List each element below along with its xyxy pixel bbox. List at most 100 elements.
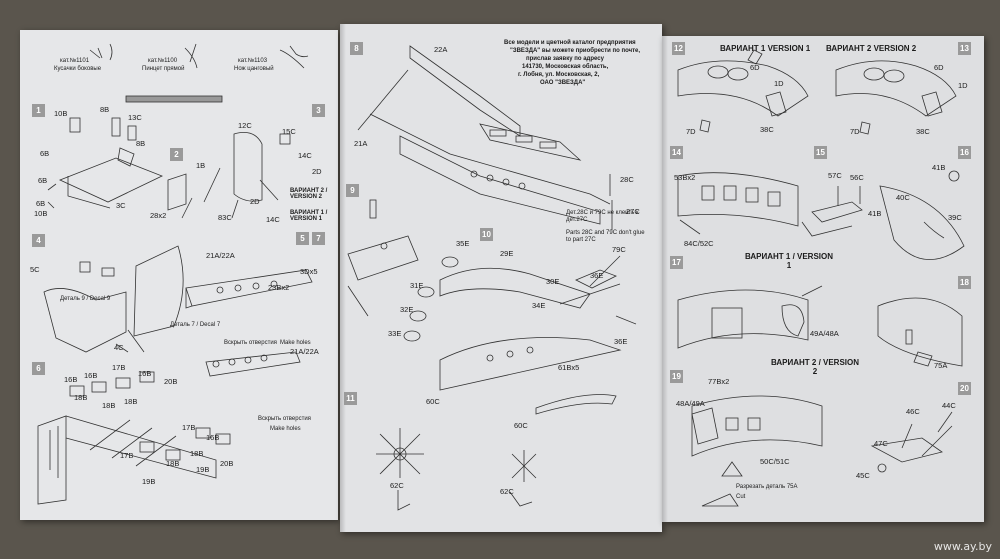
- part-label: 19B: [142, 477, 156, 486]
- step-number: 12: [672, 42, 685, 55]
- part-label: 44C: [942, 401, 956, 410]
- decal-7-label: Деталь 7 / Decal 7: [170, 322, 221, 328]
- tool-code-2: кат.№1100: [148, 58, 178, 64]
- part-label: 62C: [390, 481, 404, 490]
- part-label: 32E: [400, 305, 414, 314]
- instruction-sheet-right: ВАРИАНТ 1 VERSION 1 ВАРИАНТ 2 VERSION 2 …: [662, 36, 984, 522]
- page-fold-shadow: [662, 36, 668, 522]
- step-number: 17: [670, 256, 683, 269]
- glue-note-en: Parts 28C and 79C don't glue to part 27C: [566, 230, 645, 244]
- step-number: 6: [32, 362, 45, 375]
- version-1-header: ВАРИАНТ 1 VERSION 1: [720, 44, 811, 53]
- info-line: г. Лобня, ул. Московская, 2,: [518, 72, 600, 78]
- step-number: 13: [958, 42, 971, 55]
- part-label: 36E: [590, 271, 604, 280]
- version-2-header: ВАРИАНТ 2 VERSION 2: [826, 44, 917, 53]
- info-line: 141730, Московская область,: [522, 64, 609, 70]
- part-label: 46C: [906, 407, 920, 416]
- part-label: 7D: [686, 127, 696, 136]
- part-label: 22A: [434, 45, 448, 54]
- step-number: 1: [32, 104, 45, 117]
- info-line: "ЗВЕЗДА" вы можете приобрести по почте,: [510, 48, 641, 54]
- tool-name-2: Пинцет прямой: [142, 66, 185, 72]
- part-label: 18B: [124, 397, 138, 406]
- part-label: 47C: [874, 439, 888, 448]
- tool-name-1: Кусачки боковые: [54, 66, 102, 72]
- line-drawings-middle: [347, 45, 637, 511]
- part-label: 6B: [38, 176, 48, 185]
- step-number: 14: [670, 146, 683, 159]
- part-label: 10B: [54, 109, 68, 118]
- part-label: 8B: [136, 139, 146, 148]
- part-label: 60C: [514, 421, 528, 430]
- page-fold-shadow: [340, 24, 346, 532]
- part-label: 21A: [354, 139, 368, 148]
- part-label: 17B: [112, 363, 126, 372]
- part-label: 17B: [120, 451, 134, 460]
- part-label: 79C: [612, 245, 626, 254]
- make-holes-en: Make holes: [280, 340, 311, 346]
- step-number: 19: [670, 370, 683, 383]
- part-label: 3C: [116, 201, 126, 210]
- step-number: 8: [350, 42, 363, 55]
- info-line: Все модели и цветной каталог предприятия: [504, 40, 636, 46]
- part-label: 48A/49A: [676, 399, 705, 408]
- step-number: 15: [814, 146, 827, 159]
- make-holes-ru-2: Вскрыть отверстия: [258, 416, 311, 422]
- part-label: 49A/48A: [810, 329, 839, 338]
- part-label: 40C: [896, 193, 910, 202]
- decal-9-label: Деталь 9 / Decal 9: [60, 296, 111, 302]
- line-drawings-left: [37, 43, 313, 505]
- part-label: 35E: [456, 239, 470, 248]
- line-drawings-right: [677, 49, 965, 507]
- part-label: 39C: [948, 213, 962, 222]
- step-number: 20: [958, 382, 971, 395]
- part-label: 21A/22A: [290, 347, 319, 356]
- part-label: 53Bx2: [674, 173, 696, 182]
- part-label: 33E: [388, 329, 402, 338]
- step-number: 5: [296, 232, 309, 245]
- part-label: 56C: [850, 173, 864, 182]
- part-label: 19B: [196, 465, 210, 474]
- step-number: 11: [344, 392, 357, 405]
- part-label: 4C: [114, 343, 124, 352]
- part-label: 38C: [760, 125, 774, 134]
- part-label: 15C: [282, 127, 296, 136]
- part-label: 45C: [856, 471, 870, 480]
- instruction-sheet-left: кат.№1101 Кусачки боковые кат.№1100 Пинц…: [20, 30, 338, 520]
- part-label: 29E: [500, 249, 514, 258]
- make-holes-ru: Вскрыть отверстия: [224, 340, 277, 346]
- step-number: 9: [346, 184, 359, 197]
- step-number: 2: [170, 148, 183, 161]
- part-label: 36E: [614, 337, 628, 346]
- part-label: 18B: [166, 459, 180, 468]
- info-line: прислав заявку по адресу: [526, 56, 604, 62]
- make-holes-en-2: Make holes: [270, 426, 301, 432]
- part-label: 28C: [620, 175, 634, 184]
- part-label: 41B: [868, 209, 882, 218]
- part-label: 14C: [266, 215, 280, 224]
- version-1-subheader: ВАРИАНТ 1 / VERSION 1: [744, 252, 834, 270]
- tool-name-3: Нож цанговый: [234, 66, 274, 72]
- part-label: 34E: [532, 301, 546, 310]
- tool-code-1: кат.№1101: [60, 58, 90, 64]
- part-label: 6B: [36, 199, 46, 208]
- step-number: 3: [312, 104, 325, 117]
- part-label: 83C: [218, 213, 232, 222]
- part-label: 16B: [206, 433, 220, 442]
- part-label: 23Bx2: [268, 283, 290, 292]
- part-label: 10B: [34, 209, 48, 218]
- step-number: 10: [480, 228, 493, 241]
- part-label: 57C: [828, 171, 842, 180]
- part-label: 16B: [138, 369, 152, 378]
- part-label: 77Bx2: [708, 377, 730, 386]
- step-number: 7: [312, 232, 325, 245]
- part-label: 18B: [74, 393, 88, 402]
- step-number: 16: [958, 146, 971, 159]
- part-label: 18B: [190, 449, 204, 458]
- glue-note-ru: Дет.28C и 79C не клеить к дет.27C: [566, 210, 639, 224]
- part-label: 18B: [102, 401, 116, 410]
- part-label: 38C: [916, 127, 930, 136]
- part-label: 12C: [238, 121, 252, 130]
- part-label: 1B: [196, 161, 206, 170]
